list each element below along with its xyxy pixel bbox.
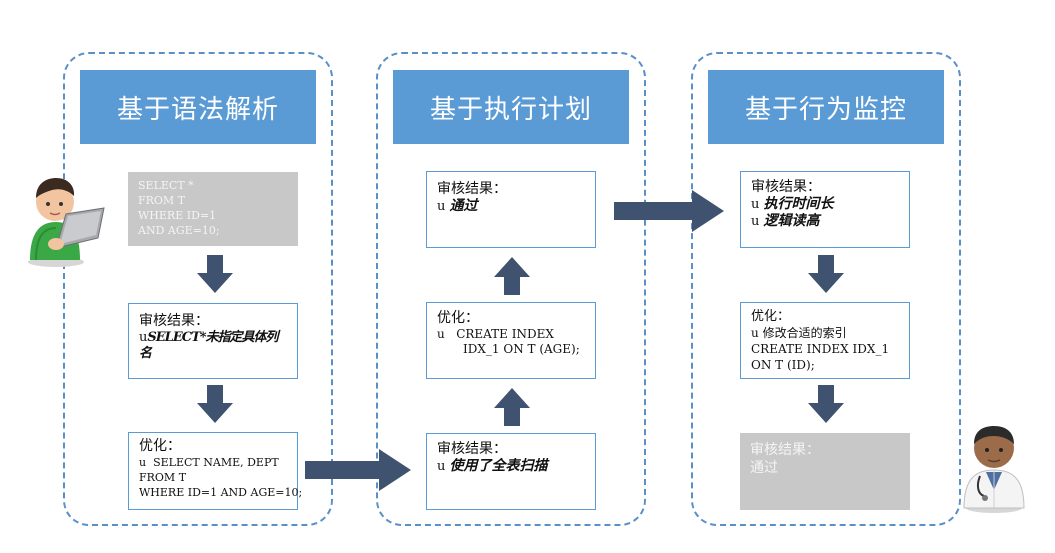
- header-execution-plan: 基于执行计划: [393, 70, 629, 144]
- plan-review-box-bottom: 审核结果： u 使用了全表扫描: [426, 433, 596, 510]
- arrow-up-icon: [494, 388, 530, 426]
- review-result: 逻辑读高: [763, 213, 820, 229]
- bullet: u: [751, 197, 760, 212]
- plan-optimize-box: 优化： u CREATE INDEX IDX_1 ON T (AGE);: [426, 302, 596, 379]
- behavior-review-box: 审核结果： u 执行时间长 u 逻辑读高: [740, 171, 910, 248]
- bullet: u: [751, 326, 759, 340]
- arrow-right-icon: [305, 449, 411, 491]
- arrow-down-icon: [197, 255, 233, 293]
- review-result: 通过: [750, 460, 778, 476]
- optimize-line-text: SELECT NAME, DEPT: [153, 456, 279, 469]
- review-result: 通过: [449, 198, 478, 214]
- bullet: u: [437, 459, 446, 474]
- syntax-optimize-box: 优化： u SELECT NAME, DEPT FROM T WHERE ID=…: [128, 432, 303, 510]
- optimize-line: WHERE ID=1 AND AGE=10;: [139, 486, 303, 499]
- plan-review-box-top: 审核结果： u 通过: [426, 171, 596, 248]
- review-title: 审核结果：: [750, 442, 820, 458]
- header-behavior: 基于行为监控: [708, 70, 944, 144]
- syntax-review-box: 审核结果： uSELECT*未指定具体列名: [128, 303, 298, 379]
- optimize-line: u SELECT NAME, DEPT: [139, 455, 287, 470]
- review-title: 审核结果：: [751, 179, 821, 195]
- optimize-line: IDX_1 ON T (AGE);: [463, 342, 580, 356]
- review-result: 执行时间长: [763, 196, 834, 212]
- optimize-title: 优化：: [139, 438, 181, 454]
- arrow-up-icon: [494, 257, 530, 295]
- optimize-line-text: 修改合适的索引: [762, 326, 847, 340]
- review-title: 审核结果：: [139, 313, 209, 329]
- review-result: 使用了全表扫描: [449, 458, 548, 474]
- panel-execution-plan: [376, 52, 646, 526]
- arrow-down-icon: [197, 385, 233, 423]
- behavior-optimize-box: 优化： u 修改合适的索引 CREATE INDEX IDX_1 ON T (I…: [740, 302, 910, 379]
- final-review-box: 审核结果： 通过: [740, 433, 910, 510]
- doctor-dba-icon: [963, 426, 1025, 513]
- review-title: 审核结果：: [437, 441, 507, 457]
- developer-laptop-icon: [28, 178, 105, 267]
- bullet: u: [139, 330, 148, 345]
- optimize-line: u CREATE INDEX: [437, 327, 585, 342]
- review-result: SELECT*未指定具体列名: [139, 330, 279, 361]
- optimize-line-text: CREATE INDEX: [456, 327, 554, 341]
- sql-line: FROM T: [138, 194, 186, 207]
- header-syntax: 基于语法解析: [80, 70, 316, 144]
- optimize-title: 优化：: [751, 309, 791, 324]
- bullet: u: [751, 214, 760, 229]
- review-item: u 逻辑读高: [751, 213, 899, 230]
- bullet: u: [139, 456, 147, 469]
- bullet: u: [437, 327, 445, 341]
- bullet: u: [437, 199, 446, 214]
- arrow-down-icon: [808, 255, 844, 293]
- panel-behavior: [691, 52, 961, 526]
- sql-statement-box: SELECT * FROM T WHERE ID=1 AND AGE=10;: [128, 172, 298, 246]
- review-title: 审核结果：: [437, 181, 507, 197]
- sql-line: WHERE ID=1: [138, 209, 217, 222]
- optimize-line: u 修改合适的索引: [751, 325, 899, 341]
- arrow-right-icon: [614, 190, 724, 232]
- optimize-line: ON T (ID);: [751, 358, 815, 372]
- optimize-line: CREATE INDEX IDX_1: [751, 342, 890, 356]
- review-item: u 执行时间长: [751, 196, 899, 213]
- panel-syntax: [63, 52, 333, 526]
- arrow-down-icon: [808, 385, 844, 423]
- sql-line: SELECT *: [138, 179, 194, 192]
- optimize-title: 优化：: [437, 310, 479, 326]
- sql-line: AND AGE=10;: [138, 224, 220, 237]
- optimize-line: FROM T: [139, 471, 187, 484]
